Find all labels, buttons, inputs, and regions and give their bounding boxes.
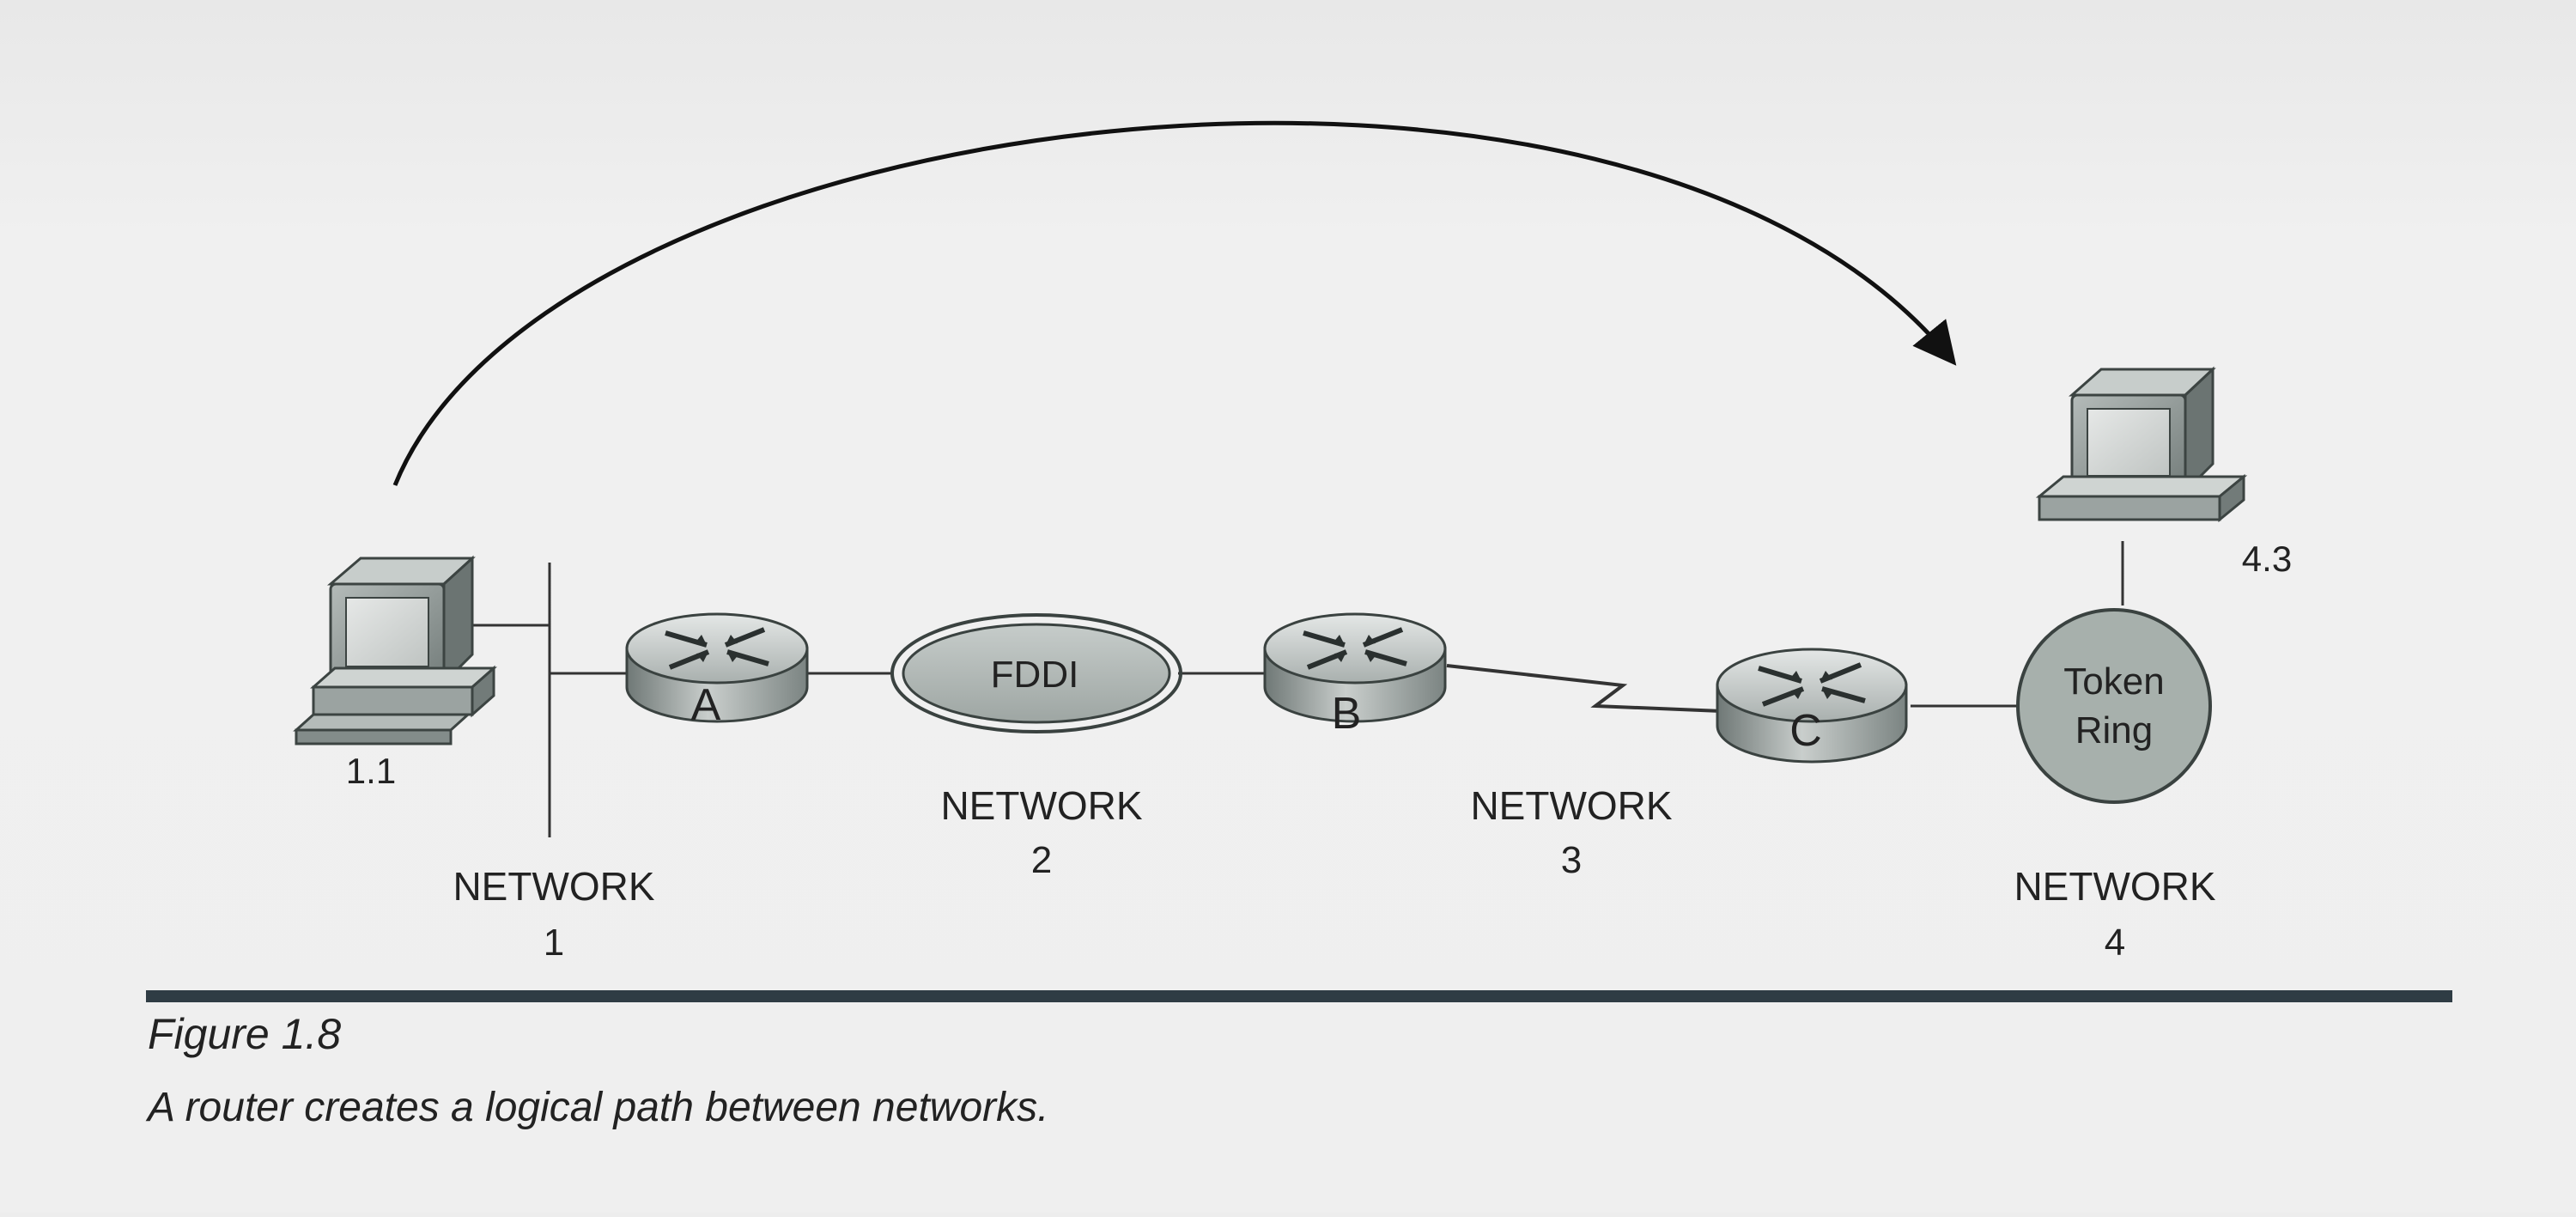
source-host-address: 1.1	[346, 751, 396, 791]
token-ring-label-line-2: Ring	[2075, 709, 2154, 751]
router-c-label: C	[1789, 706, 1822, 756]
network-2-number: 2	[1031, 839, 1052, 881]
router-b-label: B	[1332, 689, 1362, 739]
logical-path-arrow	[392, 120, 1957, 486]
network-4-number: 4	[2105, 922, 2125, 964]
token-ring-icon	[2016, 608, 2212, 804]
fddi-label: FDDI	[991, 654, 1079, 696]
figure-number: Figure 1.8	[148, 1010, 342, 1058]
source-computer-icon	[293, 555, 497, 745]
fddi-ring-icon	[890, 613, 1182, 733]
network-1-label: NETWORK	[453, 864, 654, 909]
router-c-icon	[1716, 648, 1908, 764]
caption-rule	[146, 990, 2452, 1002]
network-2-label: NETWORK	[940, 783, 1142, 828]
token-ring-label-line-1: Token	[2063, 660, 2164, 703]
figure-caption: A router creates a logical path between …	[148, 1085, 1049, 1130]
network-1-number: 1	[544, 922, 564, 964]
network-3-label: NETWORK	[1470, 783, 1672, 828]
network-4-label: NETWORK	[2014, 864, 2215, 909]
router-b-icon	[1263, 612, 1447, 723]
network-3-number: 3	[1561, 839, 1582, 881]
router-a-icon	[625, 612, 809, 723]
destination-host-address: 4.3	[2242, 539, 2292, 579]
router-a-label: A	[691, 680, 721, 730]
destination-computer-icon	[2035, 366, 2248, 523]
serial-link-b-c	[1446, 664, 1722, 713]
